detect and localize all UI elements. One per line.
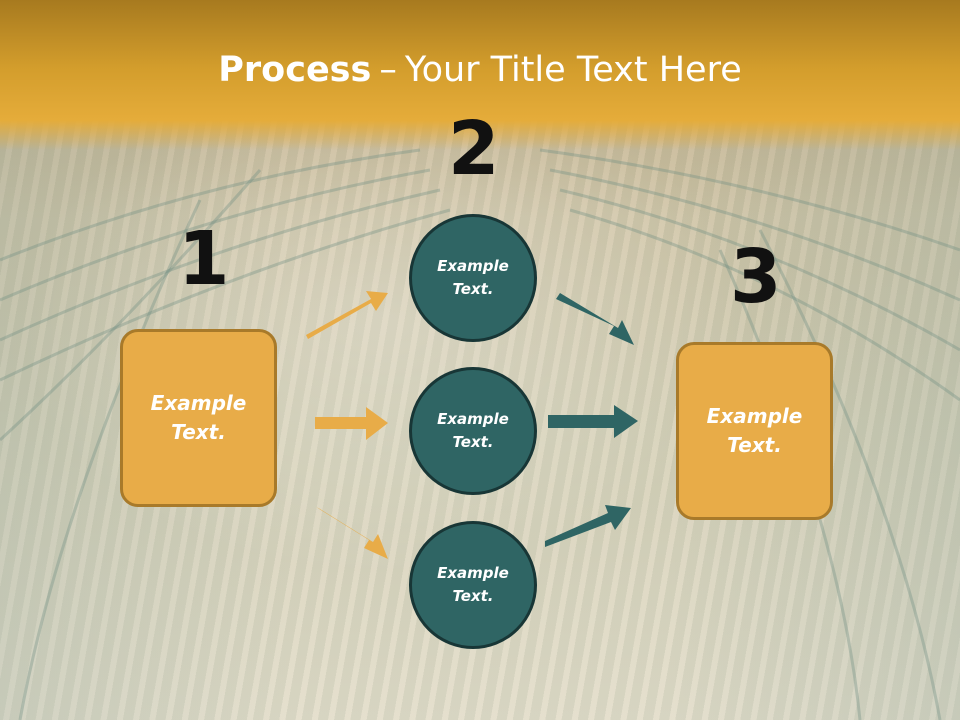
step-number-3: 3: [730, 234, 782, 320]
right-box: Example Text.: [676, 342, 833, 520]
circle-bottom-text: Example Text.: [437, 563, 509, 605]
arrow-left-to-bottom: [316, 507, 388, 559]
arrow-bottom-to-right: [545, 505, 631, 547]
circle-top: Example Text.: [409, 214, 537, 342]
left-box-text: Example Text.: [150, 391, 247, 444]
circle-bottom: Example Text.: [409, 521, 537, 649]
arrow-left-to-top: [306, 291, 388, 339]
title-rest: Your Title Text Here: [404, 50, 742, 90]
arrow-left-to-middle: [315, 407, 388, 440]
step-number-2: 2: [448, 106, 500, 192]
right-box-text: Example Text.: [706, 404, 803, 457]
slide-title: Process–Your Title Text Here: [0, 50, 960, 90]
circle-middle: Example Text.: [409, 367, 537, 495]
title-banner: [0, 0, 960, 150]
circle-middle-text: Example Text.: [437, 409, 509, 451]
circle-top-text: Example Text.: [437, 256, 509, 298]
step-number-1: 1: [178, 216, 230, 302]
title-bold: Process: [218, 50, 372, 90]
arrow-top-to-right: [556, 293, 634, 345]
teal-arrows: [545, 293, 638, 547]
title-dash: –: [379, 50, 397, 90]
left-box: Example Text.: [120, 329, 277, 507]
arrow-middle-to-right: [548, 405, 638, 438]
orange-arrows: [306, 291, 388, 559]
